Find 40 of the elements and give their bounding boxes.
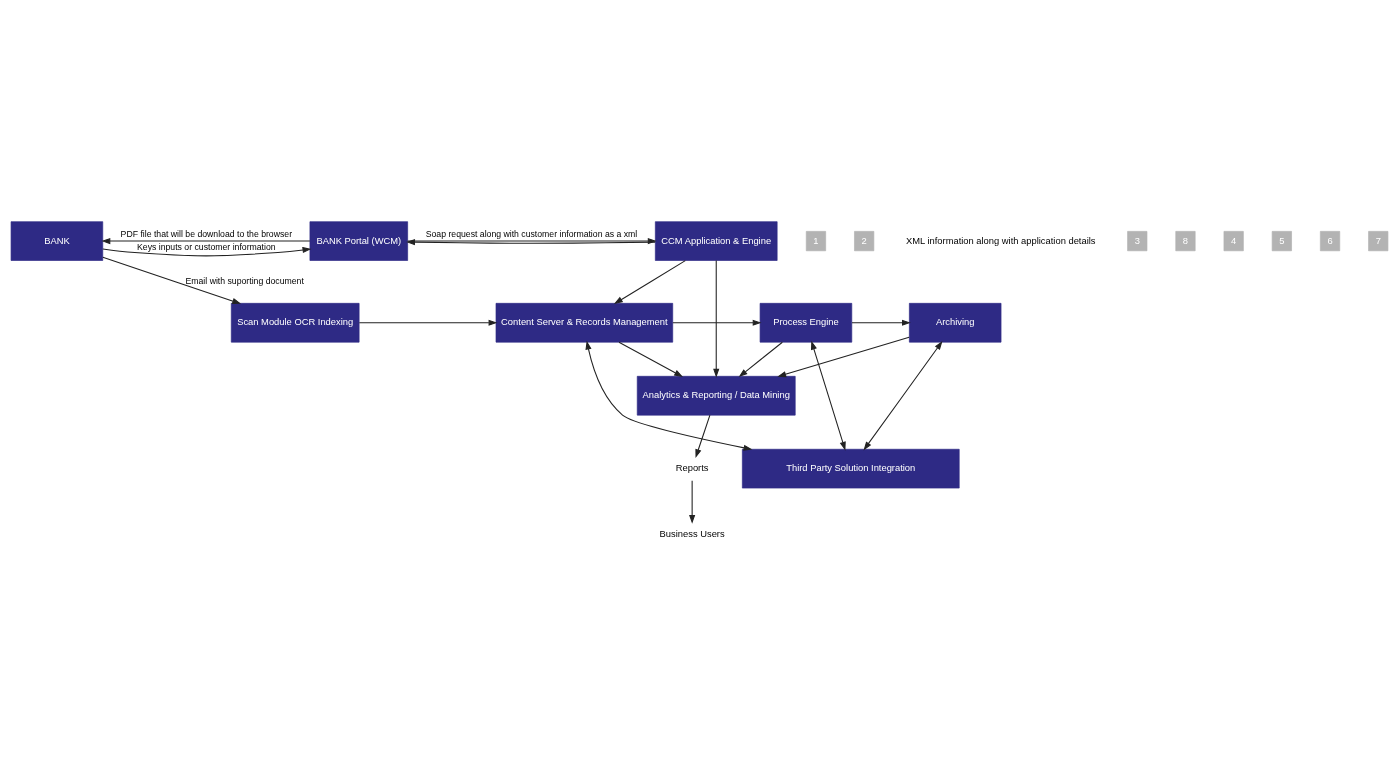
- edge-label: Keys inputs or customer information: [137, 242, 276, 253]
- label: 5: [1279, 235, 1285, 246]
- label: 7: [1375, 235, 1381, 246]
- arrow: [777, 336, 910, 378]
- arrow: [672, 319, 762, 326]
- label: 2: [861, 235, 867, 246]
- arrow: [613, 260, 686, 305]
- node-box: Analytics & Reporting / Data Mining: [636, 375, 796, 416]
- arrow: [102, 256, 242, 304]
- arrow: [863, 341, 943, 451]
- node-box: Scan Module OCR Indexing: [230, 303, 360, 343]
- arrow: [585, 340, 753, 451]
- label: XML information along with application details: [905, 235, 1096, 246]
- node-box: Process Engine: [759, 303, 853, 343]
- node-text: Reports: [675, 463, 709, 474]
- arrow: [102, 246, 312, 257]
- arrow: [810, 340, 846, 451]
- node-box: Third Party Solution Integration: [742, 448, 960, 489]
- arrow: [738, 341, 783, 378]
- node-box: CCM Application & Engine: [655, 221, 778, 261]
- arrow: [695, 414, 711, 458]
- arrow: [358, 319, 498, 326]
- edge-label: PDF file that will be download to the browser: [120, 228, 293, 239]
- arrow: [689, 480, 696, 524]
- node-box: Archiving: [909, 303, 1002, 343]
- arrow: [713, 260, 720, 378]
- label: 3: [1134, 235, 1140, 246]
- node-text: Business Users: [659, 528, 725, 539]
- edge-label: Soap request along with customer information as a xml: [425, 228, 638, 239]
- node-box: Content Server & Records Management: [495, 303, 674, 343]
- label: 4: [1231, 235, 1237, 246]
- arrow: [618, 341, 683, 377]
- arrow: [851, 319, 911, 326]
- label: 8: [1182, 235, 1189, 246]
- node-box: BANK: [10, 221, 104, 261]
- node-box: BANK Portal (WCM): [309, 221, 408, 261]
- arrow: [101, 238, 311, 245]
- label: 6: [1327, 235, 1333, 246]
- label: 1: [813, 235, 819, 246]
- edge-label: Email with suporting document: [185, 276, 304, 287]
